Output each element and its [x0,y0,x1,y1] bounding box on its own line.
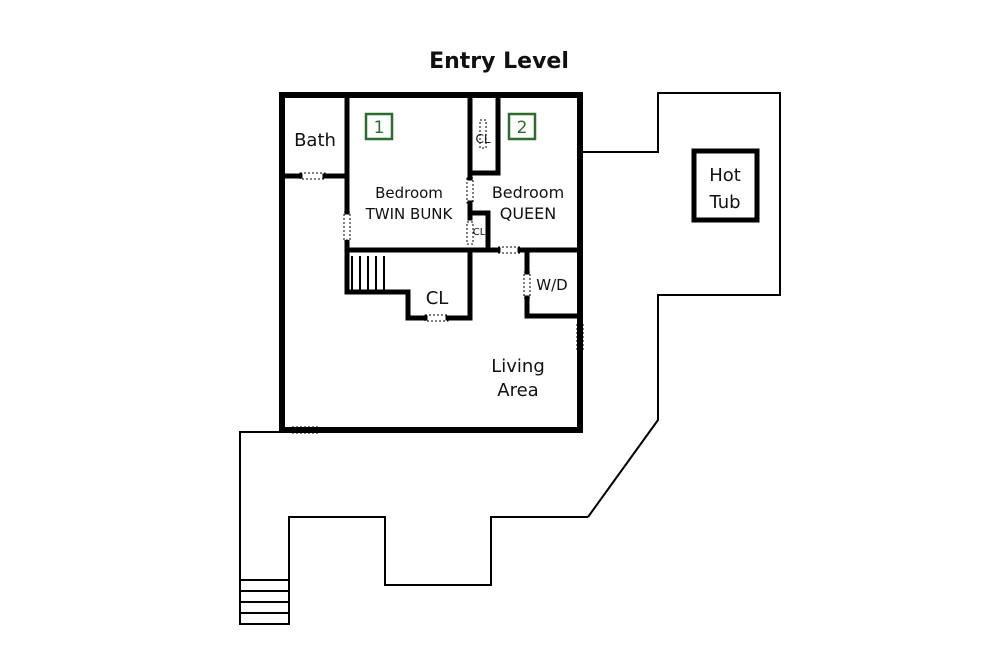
living-label-line2: Area [497,380,538,401]
bath-label: Bath [294,130,336,151]
hot-tub [691,148,760,223]
doorways [291,119,584,434]
bedroom2-label-line1: Bedroom [492,183,564,202]
door-bedroom1 [343,211,351,241]
hot-tub-label-line2: Tub [708,192,740,213]
bedroom1-label-line1: Bedroom [375,184,443,202]
bedroom2-badge [507,112,537,141]
deck-stairs [240,579,289,614]
bedroom1-label-line2: TWIN BUNK [365,205,454,223]
door-hall-closet [424,314,449,322]
bedroom1-number: 1 [374,118,385,138]
lower-deck-outline [239,431,588,625]
bedroom2-closet-label: CL [475,132,490,146]
interior-stairs [351,256,385,290]
hot-tub-label-line1: Hot [709,165,741,186]
outer-walls [279,92,583,433]
hall-closet-label: CL [426,288,449,309]
interior-walls [279,92,583,321]
door-deck-right [576,321,584,353]
door-bedroom2-hall [497,246,521,254]
bedroom1-badge [364,112,394,141]
door-deck-lower [291,426,319,434]
plan-title: Entry Level [429,49,569,74]
right-deck-outline [582,92,781,518]
door-bath [299,172,326,180]
living-label-line1: Living [491,356,545,377]
door-bedroom2 [466,177,474,204]
wd-label: W/D [536,276,567,294]
small-closet-label: CL [473,227,486,238]
door-small-closet [466,221,474,245]
door-bed2-closet [479,119,487,149]
bedroom2-number: 2 [517,118,528,138]
door-wd [523,271,531,299]
bedroom2-label-line2: QUEEN [500,204,557,223]
